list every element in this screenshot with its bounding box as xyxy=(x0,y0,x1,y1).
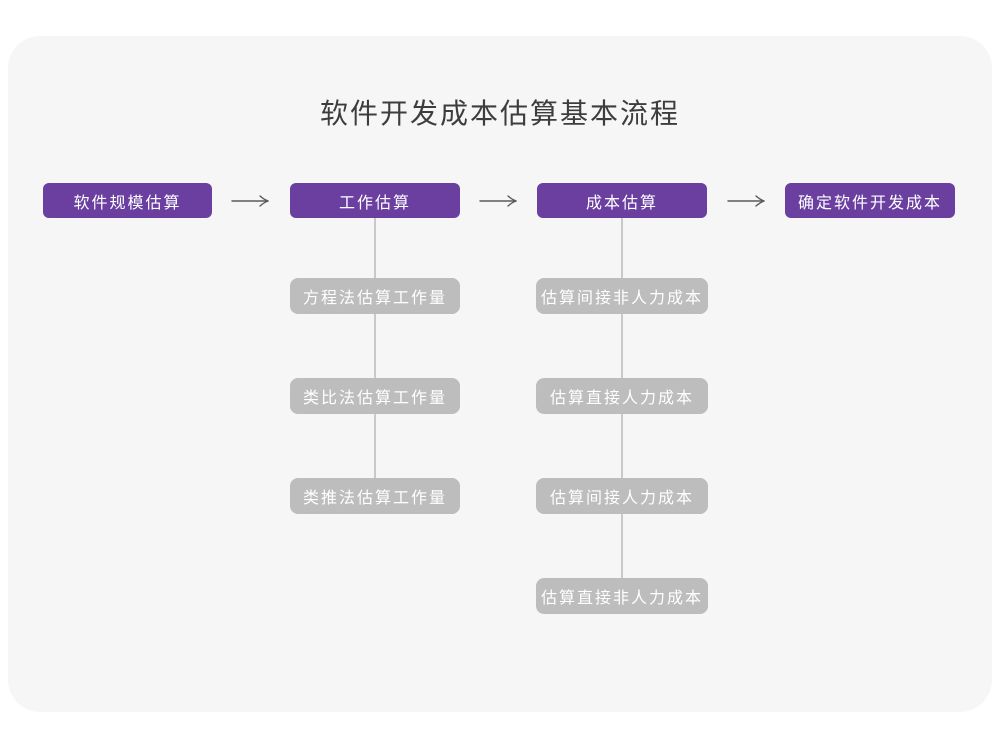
sub-step-equation-method: 方程法估算工作量 xyxy=(290,278,460,314)
diagram-canvas xyxy=(8,36,992,712)
diagram-title: 软件开发成本估算基本流程 xyxy=(319,98,680,129)
flow-node-determine-development-cost: 确定软件开发成本 xyxy=(785,183,955,218)
sub-step-direct-labor-cost: 估算直接人力成本 xyxy=(536,378,708,414)
connector-line-work xyxy=(374,218,376,496)
arrow-right-icon xyxy=(479,195,517,207)
sub-step-extrapolation-method: 类推法估算工作量 xyxy=(290,478,460,514)
arrow-right-icon xyxy=(727,195,765,207)
flow-node-work-estimation: 工作估算 xyxy=(290,183,460,218)
sub-step-direct-non-labor-cost: 估算直接非人力成本 xyxy=(536,578,708,614)
arrow-right-icon xyxy=(231,195,269,207)
flow-node-software-scale-estimation: 软件规模估算 xyxy=(43,183,212,218)
sub-step-analogy-method: 类比法估算工作量 xyxy=(290,378,460,414)
sub-step-indirect-non-labor-cost: 估算间接非人力成本 xyxy=(536,278,708,314)
flow-node-cost-estimation: 成本估算 xyxy=(537,183,707,218)
sub-step-indirect-labor-cost: 估算间接人力成本 xyxy=(536,478,708,514)
